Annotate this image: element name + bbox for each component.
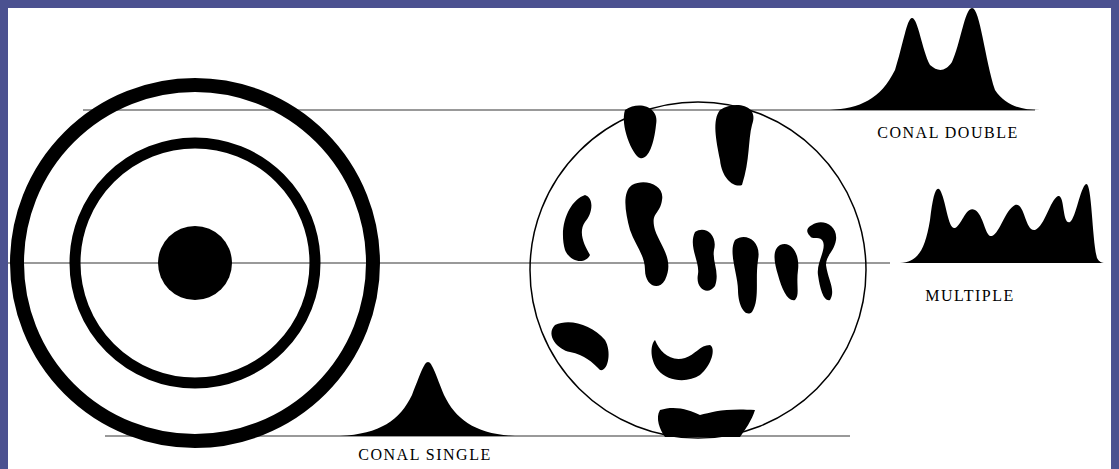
- double-profile: [830, 8, 1040, 110]
- emission-patch: [775, 244, 799, 300]
- emission-patches: [551, 105, 836, 437]
- emission-patch: [658, 408, 755, 437]
- patchy-beam: [530, 102, 866, 438]
- inner-cone-ring: [75, 143, 315, 383]
- pulse-profiles: [340, 8, 1105, 436]
- emission-patch: [733, 237, 759, 314]
- emission-patch: [715, 105, 753, 186]
- sight-line: [8, 262, 890, 264]
- core-disk: [158, 226, 232, 300]
- sight-lines: [8, 110, 1035, 436]
- multiple-profile: [900, 184, 1105, 263]
- emission-patch: [693, 230, 717, 291]
- conal-beam: [17, 85, 373, 441]
- profile-label: MULTIPLE: [925, 287, 1015, 305]
- profile-label: CONAL SINGLE: [358, 446, 491, 464]
- emission-patch: [652, 340, 713, 380]
- white-ground: [8, 8, 1111, 469]
- single-profile: [340, 362, 515, 436]
- emission-patch: [625, 182, 668, 286]
- emission-patch: [807, 222, 836, 300]
- emission-patch: [563, 195, 591, 261]
- beam-outline: [530, 102, 866, 438]
- outer-cone-ring: [17, 85, 373, 441]
- emission-patch: [551, 322, 608, 370]
- profile-label: CONAL DOUBLE: [877, 124, 1018, 142]
- emission-patch: [624, 106, 657, 159]
